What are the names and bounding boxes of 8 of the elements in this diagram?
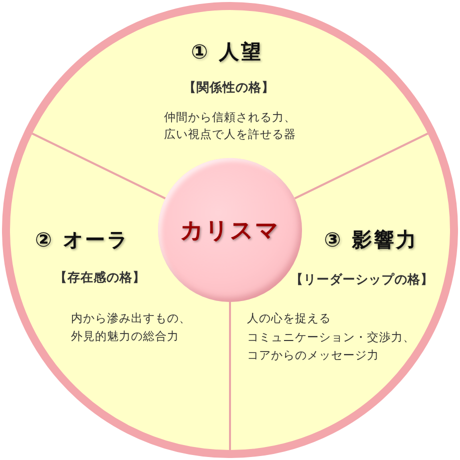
description: 仲間から信頼される力、広い視点で人を許せる器: [163, 108, 297, 142]
subheading: 【関係性の格】: [184, 80, 274, 96]
heading: ③ 影響力: [324, 226, 418, 254]
subheading: 【存在感の格】: [54, 270, 146, 286]
heading: ② オーラ: [35, 226, 129, 254]
description: 人の心を捉えるコミュニケーション・交渉力、コアからのメッセージ力: [247, 310, 416, 364]
heading: ① 人望: [191, 38, 263, 66]
description: 内から滲み出すもの、外見的魅力の総合力: [71, 310, 192, 345]
